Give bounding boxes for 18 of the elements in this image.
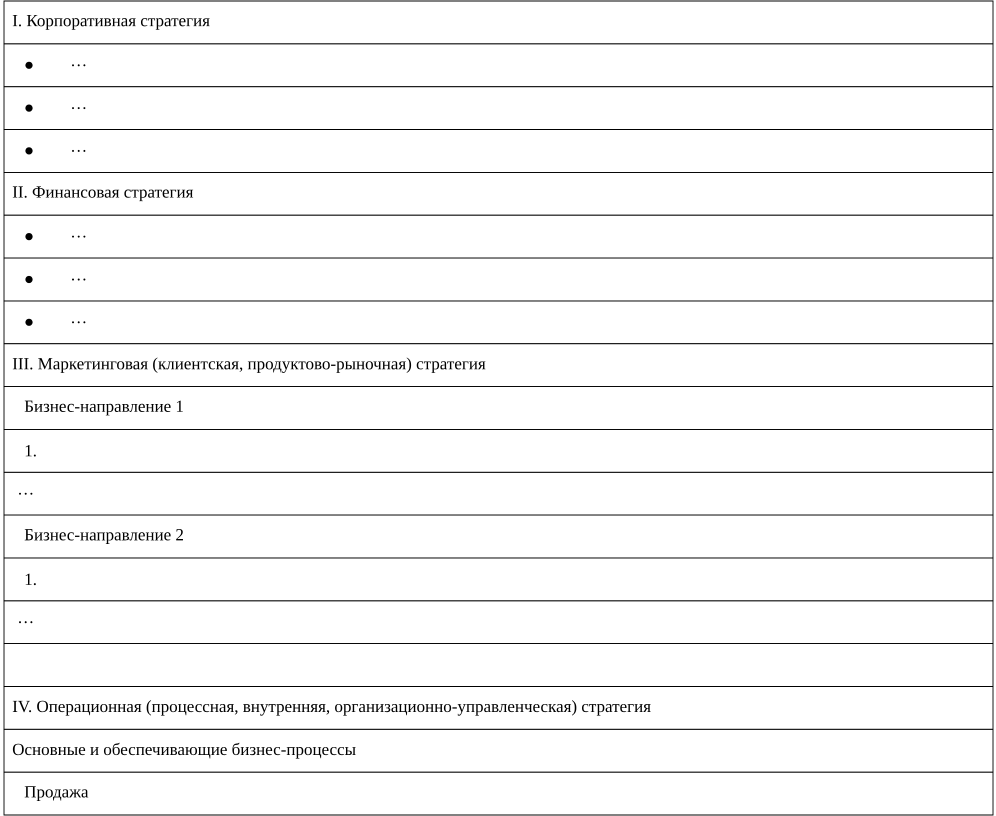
table-cell: Бизнес-направление 2 <box>4 514 994 558</box>
table-cell: Основные и обеспечивающие бизнес-процессы <box>4 728 994 773</box>
table-cell: … <box>4 43 994 88</box>
table-cell: … <box>4 214 994 259</box>
table-cell: II. Финансовая стратегия <box>4 172 994 216</box>
table-cell: 1. <box>4 557 994 602</box>
table-cell: … <box>4 472 994 516</box>
table-cell: I. Корпоративная стратегия <box>4 0 994 44</box>
table-cell: IV. Операционная (процессная, внутренняя, организационно-управленческая) стратегия <box>4 686 994 730</box>
table-cell: III. Маркетинговая (клиентская, продуктово-рыночная) стратегия <box>4 343 994 388</box>
table-cell: … <box>4 300 994 344</box>
table-cell: Бизнес-направление 1 <box>4 386 994 430</box>
table-cell: … <box>4 86 994 130</box>
table-cell: … <box>4 258 994 302</box>
table-cell: … <box>4 600 994 644</box>
table-cell: Продажа <box>4 772 994 816</box>
table-cell: … <box>4 129 994 173</box>
table-cell: 1. <box>4 428 994 473</box>
